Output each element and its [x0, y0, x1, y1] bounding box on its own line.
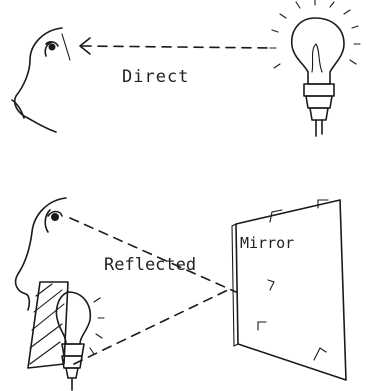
direct-label: Direct — [122, 67, 189, 87]
direct-ray-arrow — [80, 38, 272, 54]
light-bulb-icon-bottom — [28, 282, 104, 390]
light-bulb-icon-top — [270, 0, 360, 136]
mirror-label: Mirror — [240, 234, 294, 252]
reflected-rays — [70, 218, 236, 364]
eye-ray-top — [62, 34, 70, 60]
reflected-label: Reflected — [104, 255, 196, 275]
eye-icon-bottom — [48, 212, 62, 222]
viewer-face-top — [12, 28, 62, 132]
eye-icon-top — [46, 42, 58, 51]
mirror — [232, 200, 346, 380]
